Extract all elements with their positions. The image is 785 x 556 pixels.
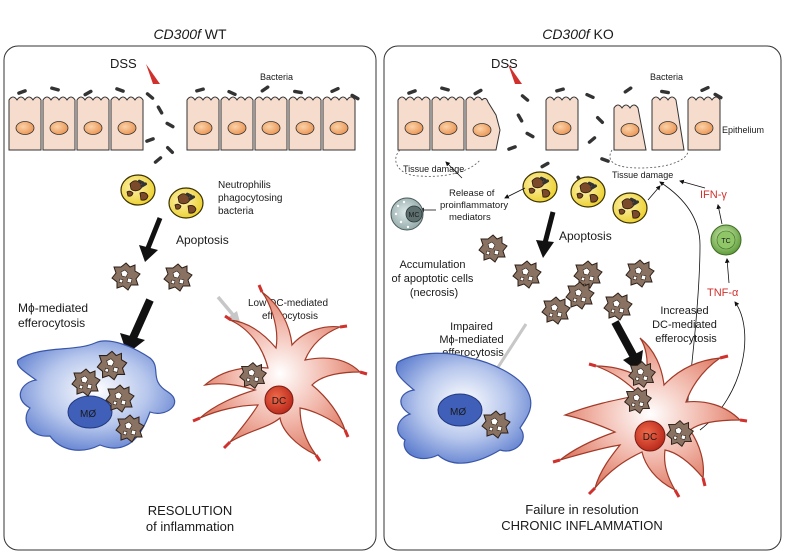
neutrophils-label: Neutrophilis phagocytosing bacteria — [218, 180, 285, 217]
impaired-arrow — [491, 323, 528, 376]
tissue-damage-label-right: Tissue damage — [612, 170, 673, 180]
t-cell: TC — [710, 224, 742, 256]
epithelial-cell — [613, 104, 647, 151]
ko-outcome-subtitle: CHRONIC INFLAMMATION — [501, 518, 663, 533]
apoptosis-arrow-ko — [542, 211, 556, 244]
increased-dc-label: Increased DC-mediated efferocytosis — [652, 305, 720, 345]
ko-outcome-title: Failure in resolution — [525, 502, 638, 517]
epithelial-cell — [8, 96, 42, 151]
epithelial-cell — [687, 96, 721, 151]
release-mediators-label: Release of proinflammatory mediators — [440, 188, 511, 223]
epithelial-cell — [220, 96, 254, 151]
epithelial-cell — [322, 96, 356, 151]
apoptosis-arrow — [145, 217, 163, 249]
wt-outcome-subtitle: of inflammation — [146, 519, 234, 534]
epithelial-cell — [110, 96, 144, 151]
epithelial-cell — [431, 96, 465, 151]
mc-label: MC — [409, 212, 420, 219]
ifn-gamma-label: IFN-γ — [700, 189, 727, 201]
epithelial-cell — [186, 96, 220, 151]
dss-label-ko: DSS — [491, 56, 518, 71]
apoptosis-label: Apoptosis — [176, 233, 229, 247]
dendritic-cell-wt: DC — [192, 284, 368, 462]
mast-cell: MC — [390, 197, 424, 231]
epithelium-label: Epithelium — [722, 125, 764, 135]
accumulation-label: Accumulation of apoptotic cells (necrosi… — [392, 259, 477, 299]
epithelial-cell — [76, 96, 110, 151]
tissue-damage-label-left: Tissue damage — [403, 164, 464, 174]
apoptosis-label-ko: Apoptosis — [559, 229, 612, 243]
tnf-alpha-label: TNF-α — [707, 287, 739, 299]
low-dc-label: Low DC-mediated efferocytosis — [248, 298, 331, 322]
bacteria-label-ko: Bacteria — [650, 72, 683, 82]
wt-outcome-title: RESOLUTION — [148, 503, 233, 518]
epithelial-cell — [254, 96, 288, 151]
macrophage-ko: MØ — [395, 352, 532, 464]
mphi-efferocytosis-label: Mϕ-mediated efferocytosis — [18, 301, 91, 330]
macrophage-wt: MØ — [16, 340, 176, 451]
epithelial-cell — [545, 96, 579, 151]
epithelial-cell — [397, 96, 431, 151]
increased-dc-arrow — [611, 320, 638, 359]
macrophage-label: MØ — [80, 409, 96, 420]
epithelial-cell — [465, 96, 501, 151]
epithelial-cell — [651, 96, 685, 151]
neutrophil — [522, 171, 558, 203]
bacteria-label: Bacteria — [260, 72, 293, 82]
dendritic-cell-ko: DC — [552, 337, 748, 498]
neutrophil — [120, 174, 156, 206]
neutrophil — [612, 192, 648, 224]
dss-label: DSS — [110, 56, 137, 71]
low-dc-arrow — [216, 295, 236, 318]
neutrophil — [570, 176, 606, 208]
dc-label-ko: DC — [643, 432, 657, 443]
tc-label: TC — [721, 238, 730, 245]
efferocytosis-arrow — [129, 298, 154, 340]
epithelial-cell — [288, 96, 322, 151]
macrophage-label-ko: MØ — [450, 407, 466, 418]
epithelium-wt — [8, 96, 356, 151]
panel-ko-title: CD300f KO — [542, 26, 614, 42]
dc-label: DC — [272, 396, 286, 407]
dss-lightning-icon — [146, 64, 160, 84]
epithelial-cell — [42, 96, 76, 151]
panel-wt-title: CD300f WT — [153, 26, 227, 42]
neutrophil — [168, 187, 204, 219]
dss-lightning-icon — [508, 64, 522, 84]
